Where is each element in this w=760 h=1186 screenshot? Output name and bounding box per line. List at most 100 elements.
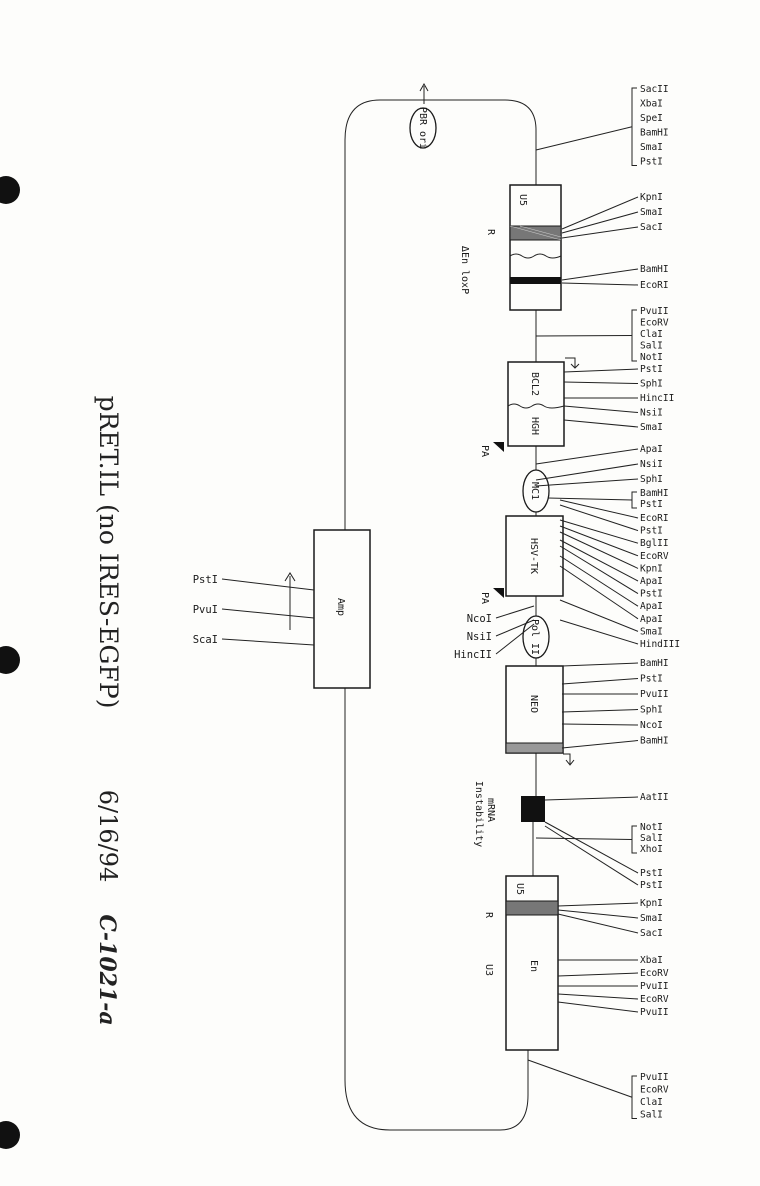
deletion-wavy-line [509,253,562,259]
restriction-site-label: KpnI [640,192,663,203]
restriction-site-label: EcoRI [640,513,669,524]
restriction-site-label: NsiI [640,459,663,470]
site-leader-line [561,723,639,726]
restriction-site-label: XbaI [640,955,663,966]
site-leader-line [544,796,639,801]
mrna-label: mRNA [485,798,496,822]
neo-arrow-icon [563,753,571,764]
restriction-sites: SacIIXbaISpeIBamHISmaIPstIKpnISmaISacIBa… [193,84,680,1121]
site-leader-line [561,226,639,239]
site-leader-line [559,545,639,595]
restriction-site-label: BglII [640,538,669,549]
mrna-instability-element: mRNA Instability [473,781,545,847]
restriction-site-label: ApaI [640,444,663,455]
restriction-site-label: SalI [640,1110,663,1121]
restriction-site-label: ApaI [640,601,663,612]
site-leader-line [559,504,639,532]
site-leader-line [563,381,639,384]
restriction-site-label: PstI [640,499,663,510]
hsv-tk-label: HSV-TK [528,538,539,574]
site-leader-line [544,821,639,874]
site-leader-line [535,335,633,337]
site-leader-line [557,913,639,934]
restriction-site-label: SphI [640,705,663,716]
pol2-label: Pol II [529,619,540,655]
instability-block [521,796,545,822]
restriction-site-label: PstI [640,364,663,375]
site-leader-line [559,565,639,620]
promoter-arrow-icon [565,357,576,368]
pbr-ori-label: PBR ori [417,107,428,149]
restriction-site-label: SacI [640,222,663,233]
restriction-site-label: ApaI [640,614,663,625]
restriction-site-label: NcoI [640,720,663,731]
restriction-site-label: ScaI [193,634,218,646]
site-leader-line [557,902,639,907]
bcl2-label: BCL2 [529,372,540,396]
amp-box: Amp [284,529,371,689]
hsv-tk-box: HSV-TK PA [479,515,564,604]
restriction-site-label: NcoI [467,613,492,625]
restriction-site-label: ApaI [640,576,663,587]
restriction-site-label: EcoRI [640,280,669,291]
site-leader-line [561,282,639,286]
bcl2-hgh-box: BCL2 HGH PA [479,357,580,457]
restriction-site-label: PvuII [640,1072,669,1083]
mc1-element: MC1 [522,469,550,513]
restriction-site-label: SalI [640,833,663,844]
binder-hole-icon [0,176,20,204]
amp-label: Amp [335,598,346,616]
restriction-site-label: BamHI [640,658,669,669]
restriction-site-label: NsiI [640,408,663,419]
restriction-site-label: XhoI [640,844,663,855]
restriction-site-label: NsiI [467,631,492,643]
restriction-site-label: NotI [640,352,663,363]
site-leader-line [557,993,639,1000]
site-leader-line [559,599,639,632]
site-leader-line [535,478,639,487]
site-bracket [631,825,637,854]
ltr-3-box: U5 R En U3 [483,875,559,1051]
restriction-site-label: EcoRV [640,318,669,329]
pa1-label: PA [479,445,490,457]
site-leader-line [495,605,535,619]
ltr3-r-label: R [483,912,494,919]
site-leader-line [535,463,639,481]
restriction-site-label: HincII [640,393,674,404]
pbr-ori-element: PBR ori [409,82,437,149]
map-date: 6/16/94 [94,790,122,883]
loxp-bar [510,277,561,284]
site-leader-line [535,126,633,151]
site-leader-line [221,638,315,646]
site-leader-line [557,909,639,919]
site-leader-line [527,1059,633,1098]
restriction-site-label: EcoRV [640,994,669,1005]
arrow-head-icon [419,82,429,92]
restriction-site-label: PstI [640,868,663,879]
site-leader-line [557,972,639,977]
restriction-site-label: BamHI [640,488,669,499]
restriction-site-label: SmaI [640,913,663,924]
site-leader-line [557,1001,639,1013]
neo-label: NEO [528,695,539,713]
pol2-element: Pol II [522,615,550,659]
site-leader-line [495,623,535,655]
restriction-site-label: SmaI [640,207,663,218]
site-leader-line [561,268,639,281]
restriction-site-label: EcoRV [640,1085,669,1096]
site-leader-line [559,519,639,544]
site-leader-line [559,499,639,519]
site-leader-line [561,211,639,234]
site-leader-line [535,448,639,465]
neo-box: NEO [505,665,575,766]
site-leader-line [561,740,639,749]
neo-arrow-head-icon [565,759,575,766]
promoter-arrow-head-icon [570,363,580,369]
site-leader-line [561,709,639,713]
restriction-site-label: ClaI [640,1097,663,1108]
restriction-site-label: PvuI [193,604,218,616]
restriction-site-label: SphI [640,379,663,390]
site-leader-line [535,837,633,840]
restriction-site-label: AatII [640,792,669,803]
site-bracket [631,87,637,166]
